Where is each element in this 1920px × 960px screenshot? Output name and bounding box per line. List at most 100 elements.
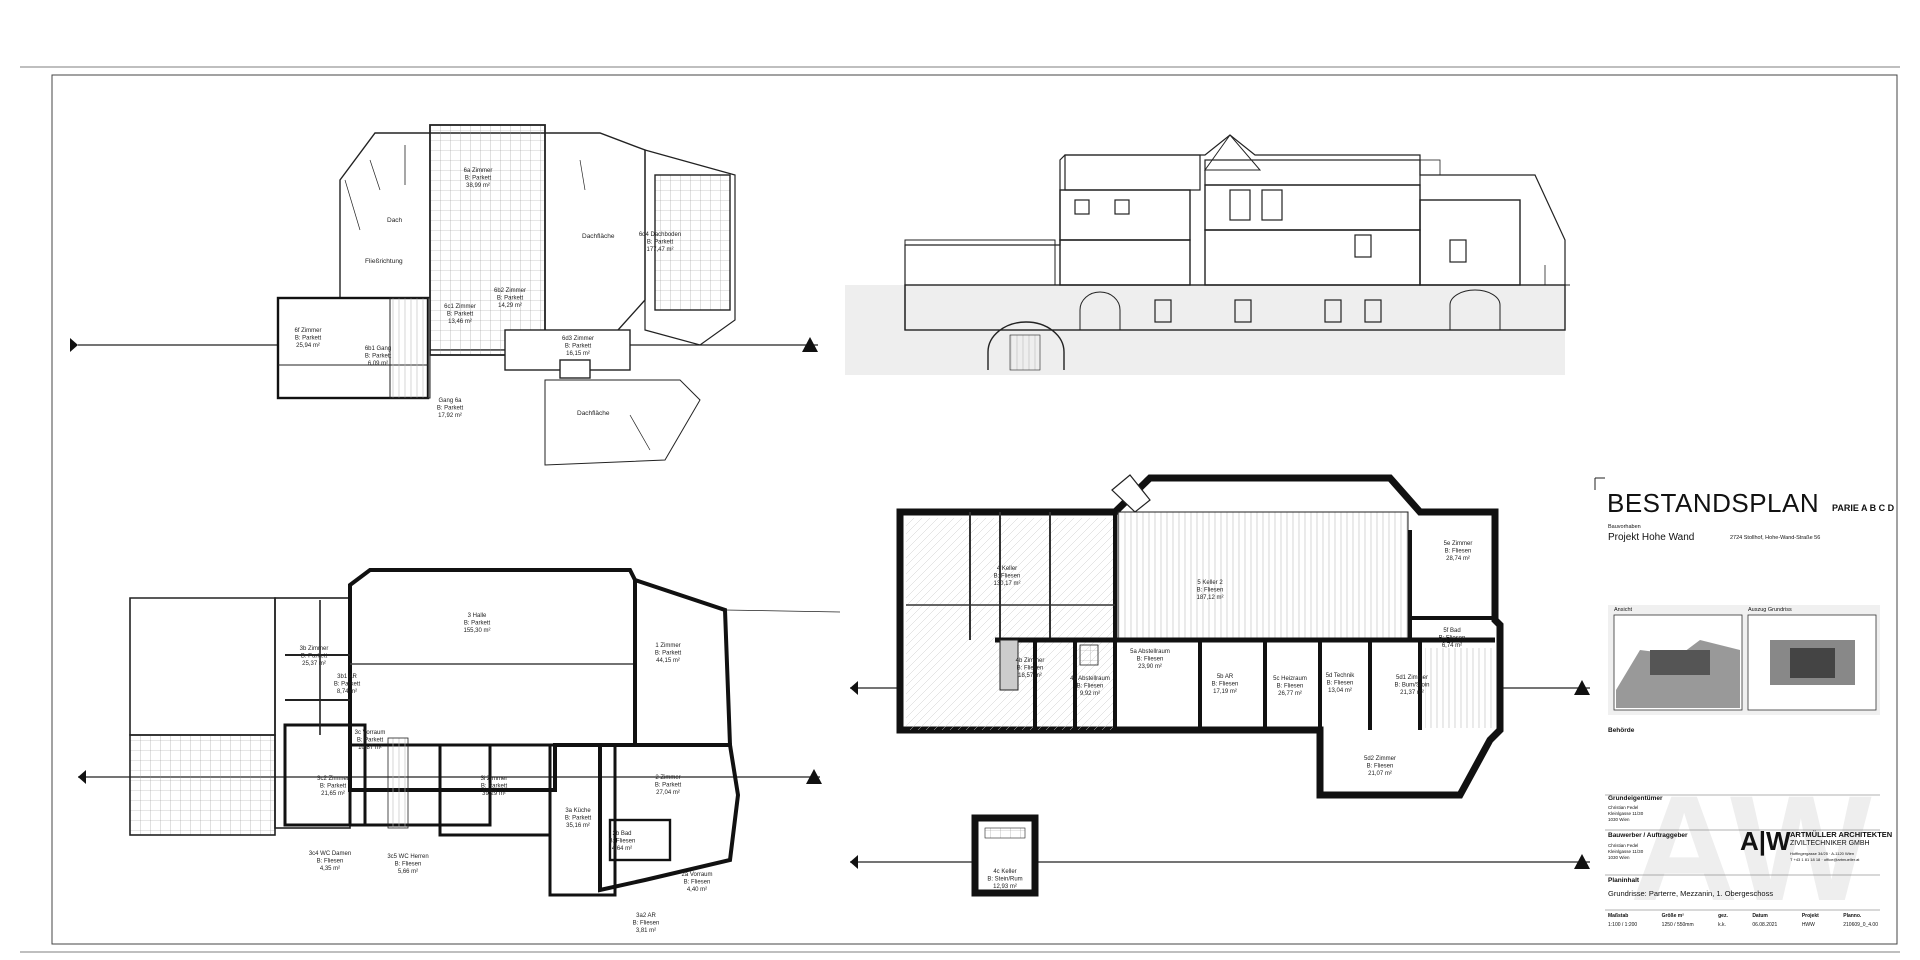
room-floor: B: Parkett	[464, 621, 491, 627]
room-floor: B: Parkett	[647, 240, 674, 246]
room-floor: B: Fliesen	[395, 862, 422, 868]
meta-label: Projekt	[1801, 913, 1819, 919]
firm-name: ARTMÜLLER ARCHITEKTEN	[1790, 830, 1893, 839]
room-floor: B: Parkett	[334, 682, 361, 688]
client-label: Bauwerber / Auftraggeber	[1608, 832, 1688, 839]
room-floor: B: Bum/Stoin	[1394, 683, 1429, 689]
meta-label: Planno.	[1843, 913, 1862, 919]
titleblock-graphics: AW A|W	[1594, 477, 1880, 932]
project-name: Projekt Hohe Wand	[1608, 532, 1695, 543]
firm-contact: T +43 1 81 18 18 · office@artmueller.at	[1790, 857, 1860, 862]
client-city: 1030 Wien	[1608, 855, 1630, 860]
room-floor: B: Fliesen	[1445, 549, 1472, 555]
room-floor: B: Fliesen	[1277, 684, 1304, 690]
room-floor: B: Parkett	[565, 344, 592, 350]
titleblock-parts: PARIE A B C D	[1832, 503, 1895, 513]
room-name: 5e Zimmer	[1444, 541, 1473, 547]
room-area: 13,04 m²	[1328, 688, 1352, 694]
room-floor: B: Parkett	[437, 406, 464, 412]
auszug-label: Auszug Grundriss	[1748, 607, 1792, 613]
meta-value: 1:100 / 1:200	[1608, 922, 1638, 928]
room-area: 21,65 m²	[321, 791, 345, 797]
room-name: 6b2 Zimmer	[494, 288, 526, 294]
room-floor: B: Fliesen	[609, 839, 636, 845]
room-area: 130,17 m²	[993, 581, 1020, 587]
meta-label: Datum	[1752, 913, 1768, 919]
room-area: 177,47 m²	[646, 247, 673, 253]
room-area: 4,35 m²	[320, 866, 340, 872]
room-name: 5a Abstellraum	[1130, 649, 1170, 655]
titleblock-title: BESTANDSPLAN	[1607, 488, 1820, 518]
section-marker-left-2	[78, 770, 86, 784]
room-floor: B: Fliesen	[1017, 666, 1044, 672]
room-area: 23,90 m²	[1138, 664, 1162, 670]
room-floor: B: Fliesen	[1137, 657, 1164, 663]
room-area: 3,81 m²	[636, 928, 656, 934]
section-marker-right-3	[1574, 680, 1590, 695]
room-floor: B: Parkett	[655, 783, 682, 789]
plan-section	[845, 134, 1570, 375]
meta-value: k.k.	[1718, 922, 1726, 928]
room-floor: B: Parkett	[447, 312, 474, 318]
room-name: 5c Heizraum	[1273, 676, 1307, 682]
room-floor: B: Fliesen	[1077, 684, 1104, 690]
section-marker-left-4	[850, 855, 858, 869]
owner-label: Grundeigentümer	[1608, 795, 1663, 802]
room-area: 26,77 m²	[1278, 691, 1302, 697]
room-floor: B: Parkett	[320, 784, 347, 790]
room-floor: B: Parkett	[301, 654, 328, 660]
room-area: 5,66 m²	[398, 869, 418, 875]
room-area: 38,99 m²	[466, 183, 490, 189]
owner-name: Christian Fedel	[1608, 805, 1639, 810]
ansicht-label: Ansicht	[1614, 607, 1633, 613]
room-floor: B: Parkett	[655, 651, 682, 657]
room-name: 3c5 WC Herren	[387, 854, 428, 860]
room-area: 17,19 m²	[1213, 689, 1237, 695]
room-name: 2b Bad	[612, 831, 631, 837]
room-name: 3b Zimmer	[300, 646, 329, 652]
room-name: 6f Zimmer	[295, 328, 322, 334]
room-floor: B: Parkett	[465, 176, 492, 182]
room-name: 3a2 AR	[636, 913, 656, 919]
section-marker-right-2	[806, 769, 822, 784]
room-name: 4b Zimmer	[1016, 658, 1045, 664]
room-name: 4c Keller	[993, 869, 1016, 875]
room-name: 6a Zimmer	[464, 168, 493, 174]
room-floor: B: Parkett	[565, 816, 592, 822]
room-area: 9,92 m²	[1080, 691, 1100, 697]
room-floor: B: Fliesen	[633, 921, 660, 927]
room-floor: B: Fliesen	[1439, 636, 1466, 642]
room-name: 6d3 Zimmer	[562, 336, 594, 342]
room-name: 5d2 Zimmer	[1364, 756, 1396, 762]
behoerde-label: Behörde	[1608, 727, 1635, 734]
room-name: 4 Keller	[997, 566, 1017, 572]
content-text: Grundrisse: Parterre, Mezzanin, 1. Oberg…	[1608, 889, 1774, 898]
room-name: 3i Zimmer	[481, 776, 508, 782]
label-dach: Dach	[387, 217, 403, 224]
room-name: 3c Vorraum	[355, 730, 386, 736]
meta-cell: gez.k.k.	[1718, 913, 1728, 935]
watermark-logo: AW	[1630, 764, 1872, 932]
